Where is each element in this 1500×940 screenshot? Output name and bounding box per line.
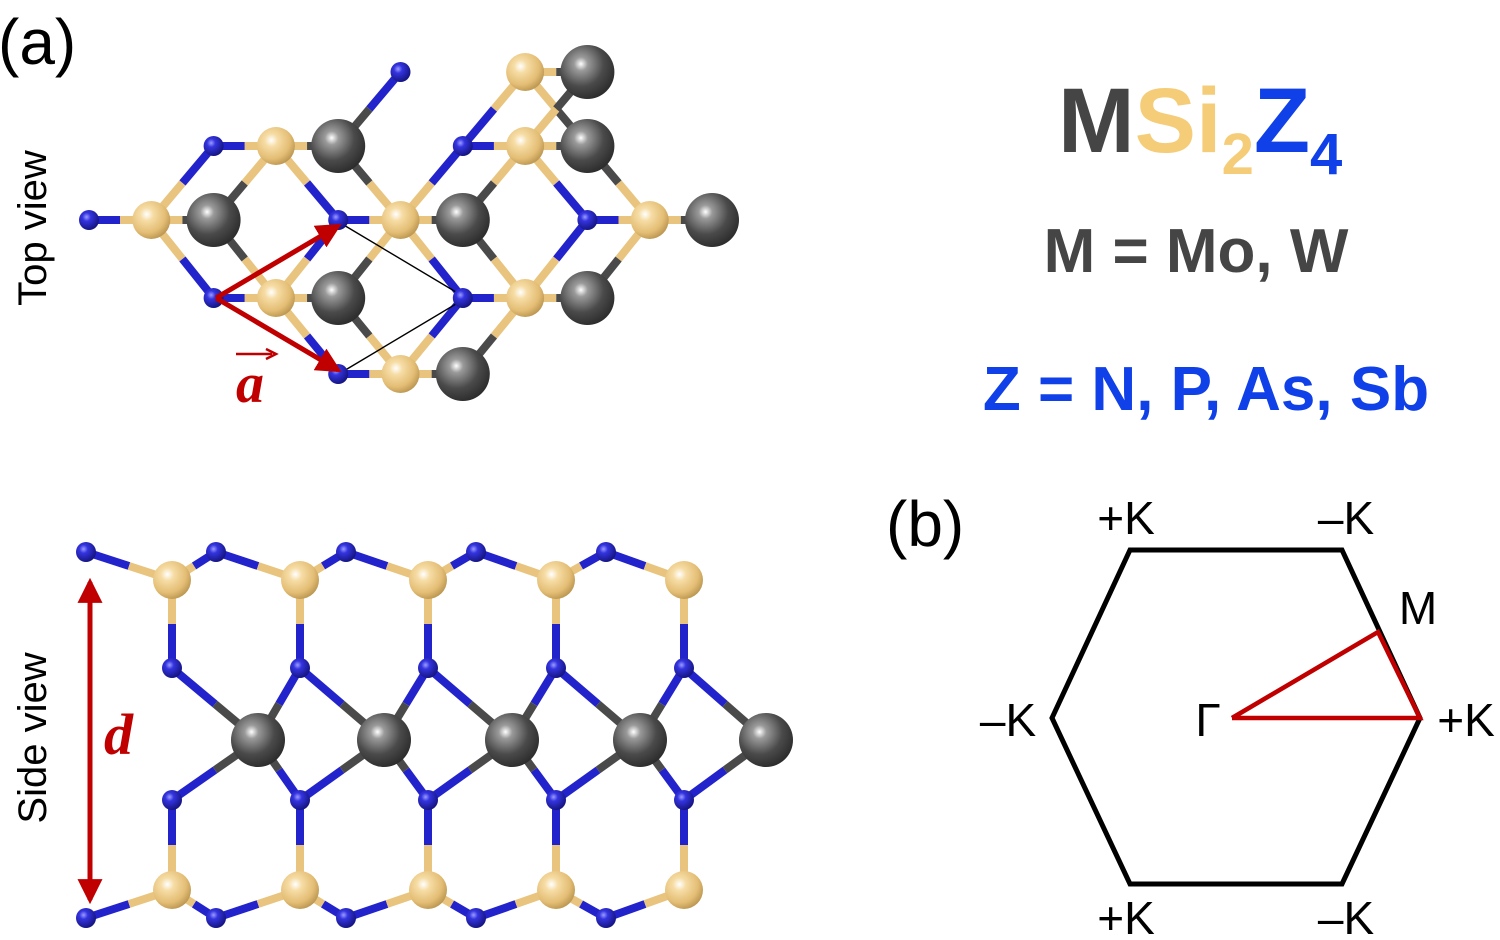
pnictogen-atom <box>466 908 486 928</box>
panel-b-label: (b) <box>886 488 964 560</box>
pnictogen-atom <box>76 908 96 928</box>
metal-atom <box>311 119 366 173</box>
silicon-atom <box>153 561 191 599</box>
k-point-left: –K <box>980 694 1037 746</box>
k-point-bottom-right: –K <box>1318 892 1375 940</box>
k-point-top-right: –K <box>1318 492 1375 544</box>
silicon-atom <box>381 355 420 393</box>
silicon-atom <box>506 53 545 91</box>
metal-atom <box>231 713 285 767</box>
pnictogen-atom <box>546 790 566 810</box>
silicon-atom <box>506 127 545 165</box>
metal-atom <box>560 119 615 173</box>
metal-atom <box>357 713 411 767</box>
thickness-d-label: d <box>104 702 134 767</box>
metal-definition: M = Mo, W <box>1044 217 1349 286</box>
formula-m: M <box>1058 70 1135 172</box>
pnictogen-atom <box>162 790 182 810</box>
silicon-atom <box>537 871 575 909</box>
k-point-right: +K <box>1437 694 1495 746</box>
silicon-atom <box>281 561 319 599</box>
pnictogen-atom <box>203 288 224 308</box>
silicon-atom <box>665 871 703 909</box>
lattice-vector-a1 <box>214 223 342 301</box>
pnictogen-atom <box>336 542 356 562</box>
k-point-top-left: +K <box>1097 492 1155 544</box>
lattice-vector-a2 <box>214 295 342 373</box>
high-symmetry-path <box>1230 628 1424 721</box>
formula-si-subscript: 2 <box>1222 122 1254 187</box>
svg-text:a: a <box>236 353 264 415</box>
pnictogen-atom <box>203 136 224 156</box>
pnictogen-atom <box>452 136 473 156</box>
side-view-atoms <box>76 542 793 928</box>
metal-atom <box>311 271 366 325</box>
formula-msi2z4: MSi2Z4 <box>1058 70 1342 187</box>
pnictogen-atom <box>577 210 598 230</box>
pnictogen-atom <box>76 542 96 562</box>
silicon-atom <box>506 279 545 317</box>
k-point-bottom-left: +K <box>1097 892 1155 940</box>
metal-atom <box>186 193 241 247</box>
pnictogen-atom <box>390 62 411 82</box>
top-view-structure: a <box>79 45 739 415</box>
formula-si: Si <box>1135 70 1222 172</box>
metal-atom <box>685 193 739 247</box>
pnictogen-atom <box>596 542 616 562</box>
pnictogen-atom <box>162 658 182 678</box>
m-point-label: M <box>1399 582 1437 634</box>
metal-atom <box>435 193 490 247</box>
silicon-atom <box>153 871 191 909</box>
vector-a-label: a <box>236 347 279 415</box>
side-view-structure: d <box>76 542 793 928</box>
gamma-point-label: Γ <box>1195 694 1220 746</box>
metal-atom <box>435 347 490 401</box>
pnictogen-atom <box>206 908 226 928</box>
top-view-label: Top view <box>11 150 55 306</box>
pnictogen-atom <box>674 658 694 678</box>
pnictogen-atom <box>290 790 310 810</box>
silicon-atom <box>665 561 703 599</box>
pnictogen-atom <box>418 658 438 678</box>
pnictogen-atom <box>336 908 356 928</box>
silicon-atom <box>630 201 669 239</box>
lattice-vectors <box>214 223 342 373</box>
pnictogen-atom <box>674 790 694 810</box>
pnictogen-atom <box>466 542 486 562</box>
silicon-atom <box>409 871 447 909</box>
pnictogen-atom <box>452 288 473 308</box>
formula-z-subscript: 4 <box>1310 122 1342 187</box>
panel-a-label: (a) <box>0 6 76 78</box>
pnictogen-atom <box>206 542 226 562</box>
side-view-label: Side view <box>11 652 55 823</box>
silicon-atom <box>537 561 575 599</box>
pnictogen-definition: Z = N, P, As, Sb <box>983 355 1429 424</box>
silicon-atom <box>256 127 295 165</box>
metal-atom <box>613 713 667 767</box>
silicon-atom <box>381 201 420 239</box>
top-view-atoms <box>79 45 739 401</box>
formula-z: Z <box>1254 70 1310 172</box>
metal-atom <box>560 45 615 99</box>
pnictogen-atom <box>546 658 566 678</box>
silicon-atom <box>256 279 295 317</box>
metal-atom <box>560 271 615 325</box>
silicon-atom <box>409 561 447 599</box>
pnictogen-atom <box>79 210 99 230</box>
pnictogen-atom <box>418 790 438 810</box>
pnictogen-atom <box>290 658 310 678</box>
brillouin-zone-panel: (b) +K –K –K +K +K –K M Γ <box>886 488 1495 940</box>
brillouin-zone-hexagon <box>1049 547 1423 887</box>
metal-atom <box>485 713 539 767</box>
metal-atom <box>739 713 793 767</box>
pnictogen-atom <box>596 908 616 928</box>
silicon-atom <box>132 201 171 239</box>
silicon-atom <box>281 871 319 909</box>
